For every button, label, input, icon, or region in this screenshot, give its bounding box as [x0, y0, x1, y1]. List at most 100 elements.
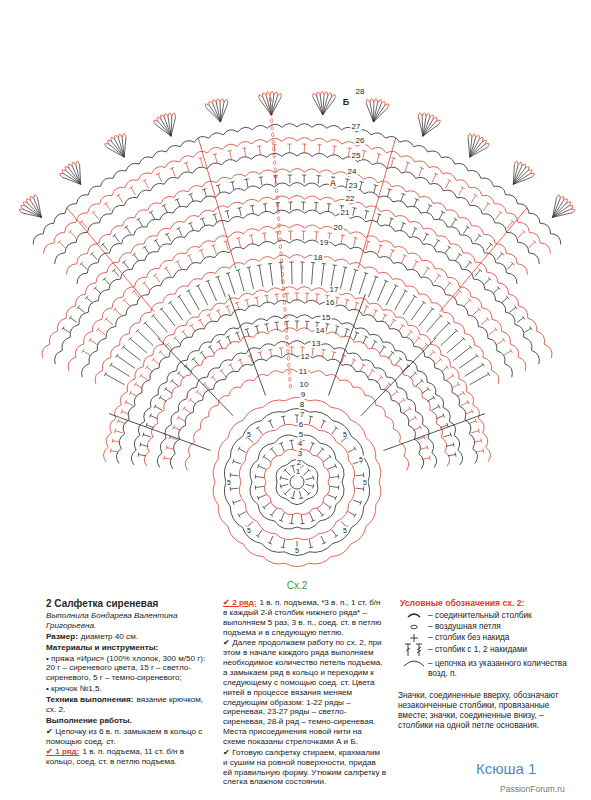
chain-loop	[287, 349, 289, 353]
row-number: 4	[297, 440, 303, 448]
chain-arc	[250, 435, 344, 529]
chain-loop	[269, 98, 271, 102]
chain-arc	[77, 183, 517, 284]
picot-edge	[557, 195, 575, 213]
stitch-symbols	[164, 347, 430, 460]
row-number: 19	[319, 239, 330, 247]
stitch-symbols	[280, 465, 314, 499]
row-number: 11	[298, 368, 308, 376]
instruction-text: ✔ Цепочку из 6 в. п. замыкаем в кольцо с…	[46, 727, 202, 746]
row-number: 8	[299, 401, 305, 409]
paragraph: Материалы и инструменты:	[46, 643, 209, 653]
chain-loop	[286, 335, 288, 339]
chain-arc	[224, 409, 369, 556]
chain-loop	[274, 161, 276, 165]
chain-arc	[144, 328, 449, 466]
picot-edge	[514, 161, 534, 177]
chart-caption: Сх.2	[285, 581, 310, 591]
instruction-text: ✔ Готовую салфетку стираем, крахмалим и …	[223, 748, 386, 787]
chain-arc	[239, 424, 354, 539]
instruction-text: Техника выполнения:	[46, 695, 133, 704]
row-number: 21	[340, 209, 351, 217]
stitch-column	[158, 338, 233, 416]
legend-text: – столбик без накида	[428, 633, 568, 643]
picot-edge	[105, 134, 126, 148]
shell-stitches	[22, 198, 42, 218]
row-number: 18	[313, 254, 324, 262]
chain-loop	[282, 280, 284, 284]
chain-loop	[284, 314, 286, 318]
paragraph: • крючок №1,5.	[46, 684, 209, 694]
row-number: 1	[295, 468, 301, 476]
chain-arc	[116, 300, 477, 464]
stitch-column	[67, 208, 154, 312]
shell-stitches	[313, 95, 335, 115]
chain-loop	[278, 231, 280, 235]
paragraph: Размер:диаметр 40 см.	[46, 632, 209, 642]
row-number: 24	[347, 168, 358, 176]
shell-stitches	[418, 116, 438, 136]
row-number: 23	[348, 182, 359, 190]
legend-text: – цепочка из указанного количества возд.…	[428, 659, 568, 679]
row-number: 20	[333, 224, 344, 232]
chain-loop	[275, 182, 277, 186]
row-number: 22	[345, 195, 356, 203]
watermark: PassionForum.ru	[500, 784, 565, 794]
stitch-symbols	[230, 415, 364, 549]
picot-edge	[154, 113, 176, 124]
row-number: 27	[351, 123, 362, 131]
chain-count: 5	[226, 479, 232, 486]
chain-arc-symbol	[404, 661, 424, 666]
single-crochet-symbol	[410, 634, 418, 642]
picot-edge	[366, 99, 388, 108]
row-number: 2	[296, 459, 302, 467]
instruction-text: Выполнила Бондарева Валентина Григорьевн…	[46, 611, 178, 630]
stitch-symbols	[255, 440, 339, 524]
row-number: 12	[300, 353, 311, 361]
paragraph: Выполнение работы.	[46, 716, 209, 726]
row-number: 10	[299, 381, 310, 389]
row-number: 3	[297, 450, 303, 458]
chain-loop	[275, 189, 277, 193]
chain-loop	[283, 300, 285, 304]
yarn-join-mark: А	[329, 179, 338, 188]
slip-stitch-symbol	[408, 614, 420, 617]
legend-text: – столбик с 1, 2 накидами	[428, 645, 568, 655]
chain-loop	[280, 259, 282, 263]
chain-arc	[157, 341, 436, 468]
row-number: 14	[315, 327, 326, 335]
row-number: 26	[355, 137, 366, 145]
instruction-text: диаметр 40 см.	[81, 632, 138, 641]
legend-text: – соединительный столбик	[428, 611, 568, 621]
instruction-text: Размер:	[46, 632, 78, 641]
instruction-text: • крючок №1,5.	[46, 684, 102, 693]
row-number: 16	[325, 299, 336, 307]
chain-arc	[276, 459, 318, 504]
chain-arc	[55, 210, 540, 365]
chain-loop	[275, 175, 277, 179]
chain-arc	[33, 124, 561, 245]
chain-loop	[286, 342, 288, 346]
row-number: 7	[299, 411, 305, 419]
stitch-column	[358, 138, 396, 269]
stitch-symbols	[80, 175, 515, 269]
paragraph: ✔ Далее продолжаем работу по сх. 2, при …	[223, 638, 386, 746]
stitch-symbols	[58, 144, 537, 248]
chain-loop	[281, 273, 283, 277]
chain-loop	[282, 287, 284, 291]
picot-edge	[468, 134, 489, 148]
stitch-symbols	[62, 202, 532, 333]
instruction-text: Материалы и инструменты:	[46, 643, 158, 652]
stitch-column	[440, 208, 527, 312]
chain-loop	[271, 126, 273, 130]
row-number: 25	[351, 152, 362, 160]
chain-loop	[289, 384, 291, 388]
row-number: 28	[355, 88, 366, 96]
instruction-text: ✔ 2 ряд:	[223, 598, 256, 607]
shell-stitches	[553, 198, 573, 218]
picot-edge	[418, 113, 440, 124]
paragraph: Техника выполнения:вязание крючком, сх. …	[46, 695, 209, 715]
stitch-symbols	[104, 262, 489, 385]
chain-arc	[82, 240, 513, 378]
